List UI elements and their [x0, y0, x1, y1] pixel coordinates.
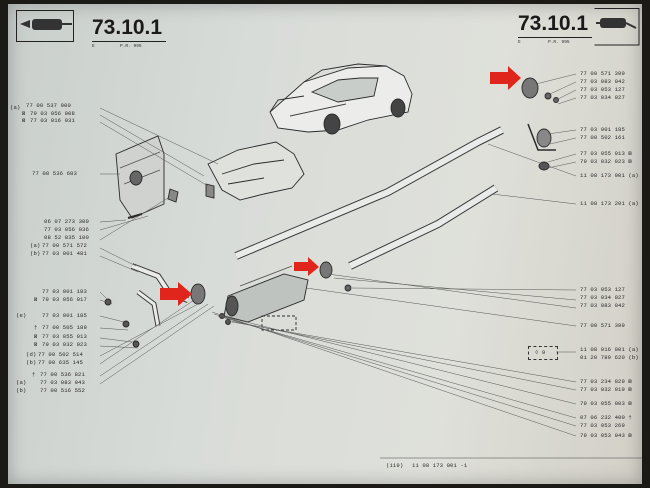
- part-number: 11 08 173 001 (a): [580, 172, 639, 179]
- section-sub-right: E: [518, 40, 521, 45]
- part-number: 79 03 053 043 ⊠: [580, 432, 632, 439]
- part-number: 77 00 571 399: [580, 70, 625, 77]
- part-number: 77 03 016 031: [30, 117, 75, 124]
- part-mark: (a): [10, 104, 21, 111]
- part-number: 11 08 016 001 (a): [580, 346, 639, 353]
- part-number: 77 03 056 036: [44, 226, 89, 233]
- part-mark: ⊠: [34, 341, 38, 348]
- part-mark: ⊠: [34, 296, 38, 303]
- part-number: 77 00 635 145: [38, 359, 83, 366]
- part-number: 77 00 516 552: [40, 387, 85, 394]
- part-mark: (a): [30, 242, 41, 249]
- part-number: 77 00 537 000: [26, 102, 71, 109]
- part-number: 01 20 789 620 (b): [580, 354, 639, 361]
- part-number: 79 03 056 017: [42, 296, 87, 303]
- footer-code: (119): [386, 462, 404, 469]
- part-number: 77 03 034 027: [580, 94, 625, 101]
- red-arrow-icon: [490, 66, 521, 90]
- part-number: 79 03 056 008: [30, 110, 75, 117]
- part-number: 77 03 083 043: [40, 379, 85, 386]
- part-number: 77 03 001 481: [42, 250, 87, 257]
- car-illustration: [269, 63, 413, 135]
- part-number: 79 03 032 023 ⊠: [580, 158, 632, 165]
- part-number: 77 03 032 019 ⊠: [580, 386, 632, 393]
- part-number: 77 03 053 127: [580, 286, 625, 293]
- section-code-left: 73.10.1: [92, 16, 163, 39]
- part-number: 77 00 571 572: [42, 242, 87, 249]
- part-number: 07 06 232 400 †: [580, 414, 632, 421]
- part-mark: †: [32, 371, 36, 378]
- part-mark: ⊠: [22, 117, 26, 124]
- part-number: 77 03 001 183: [42, 288, 87, 295]
- part-number: 77 03 055 013: [42, 333, 87, 340]
- catalog-page: 73.10.1 E P.R. 995 73.10.1 E P.R. 995: [8, 4, 642, 484]
- part-number: 77 03 083 042: [580, 78, 625, 85]
- section-sub-left: E: [92, 44, 95, 49]
- part-number: 77 00 505 189: [42, 324, 87, 331]
- exhaust-icon: [16, 10, 74, 42]
- reference-box: ◊ 9: [528, 346, 558, 360]
- red-arrow-icon: [160, 282, 192, 306]
- part-mark: (b): [30, 250, 41, 257]
- section-code-right: 73.10.1: [518, 12, 589, 35]
- part-mark: (e): [16, 312, 27, 319]
- part-number: 77 03 053 269: [580, 422, 625, 429]
- part-number: 77 00 536 683: [32, 170, 77, 177]
- part-mark: †: [34, 324, 38, 331]
- part-mark: (a): [16, 379, 27, 386]
- part-number: 11 08 173 201 (a): [580, 200, 639, 207]
- pr-code-right: P.R. 995: [548, 40, 570, 45]
- part-mark: ⊠: [22, 110, 26, 117]
- part-number: 79 03 055 003 ⊠: [580, 400, 632, 407]
- part-mark: (b): [16, 387, 27, 394]
- part-number: 77 00 502 514: [38, 351, 83, 358]
- part-number: 77 03 234 029 ⊠: [580, 378, 632, 385]
- part-number: 77 03 083 042: [580, 302, 625, 309]
- part-number: 79 03 032 023: [42, 341, 87, 348]
- part-number: 77 03 034 027: [580, 294, 625, 301]
- part-number: 77 03 001 185: [42, 312, 87, 319]
- part-number: 77 03 053 127: [580, 86, 625, 93]
- part-number: 77 03 001 185: [580, 126, 625, 133]
- part-mark: ⊠: [34, 333, 38, 340]
- red-arrow-icon: [294, 257, 319, 276]
- part-number: 08 52 835 100: [44, 234, 89, 241]
- exploded-diagram: [99, 63, 642, 459]
- footer-text: 11 08 173 001 -1: [412, 462, 468, 469]
- reference-box-label: ◊ 9: [535, 349, 546, 356]
- part-number: 77 00 502 161: [580, 134, 625, 141]
- part-number: 77 03 055 013 ⊠: [580, 150, 632, 157]
- exhaust-icon-right: [594, 8, 640, 46]
- part-number: 06 07 273 300: [44, 218, 89, 225]
- part-mark: (d): [26, 351, 37, 358]
- part-mark: (b): [26, 359, 37, 366]
- part-number: 77 00 536 821: [40, 371, 85, 378]
- part-number: 77 00 571 399: [580, 322, 625, 329]
- pr-code-left: P.R. 995: [120, 44, 142, 49]
